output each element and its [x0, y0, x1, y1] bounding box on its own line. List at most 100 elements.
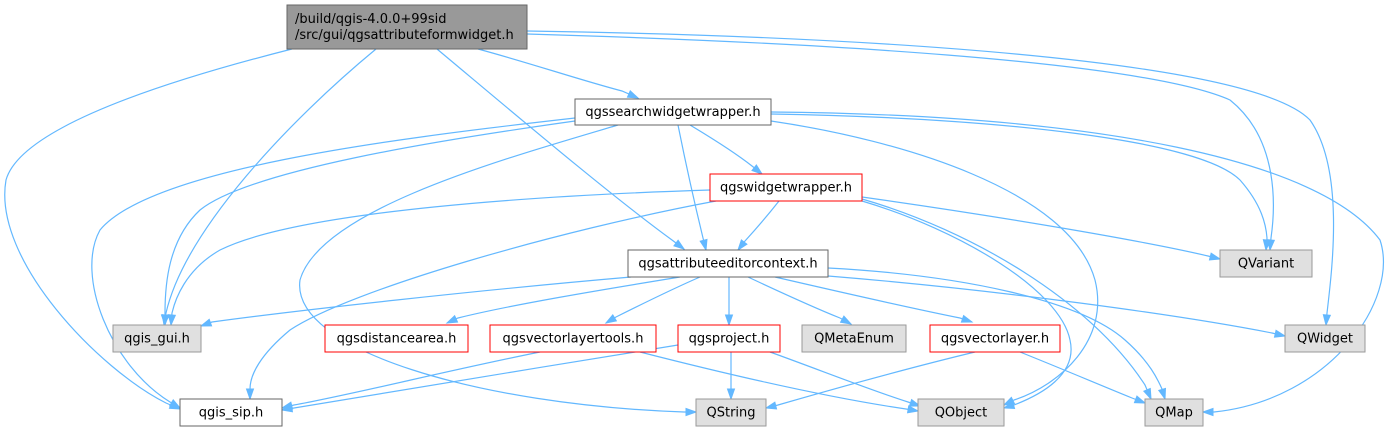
- node-box: [1144, 398, 1204, 427]
- edge-arrowhead: [167, 314, 177, 327]
- edge-vectorlayertools-to-qobject: [639, 351, 920, 414]
- edge-arrowhead: [1201, 407, 1214, 417]
- edge-arrowhead: [1322, 314, 1332, 327]
- edge-line: [769, 351, 921, 407]
- node-qstring[interactable]: QString: [695, 398, 767, 427]
- edge-line: [747, 276, 852, 325]
- node-qgis_gui[interactable]: qgis_gui.h: [112, 324, 202, 353]
- node-label: qgswidgetwrapper.h: [720, 181, 852, 196]
- node-box: [286, 4, 528, 50]
- edge-attributeeditorcontext-to-qmap: [827, 267, 1167, 401]
- edge-line: [677, 124, 707, 251]
- edge-searchwidgetwrapper-to-qmap: [770, 111, 1384, 417]
- edge-line: [605, 276, 701, 324]
- edge-vectorlayer-to-qmap: [1019, 351, 1147, 404]
- edge-widgetwrapper-to-attributeeditorcontext: [737, 200, 780, 252]
- node-qmap[interactable]: QMap: [1144, 398, 1204, 427]
- node-label: QString: [706, 406, 755, 421]
- node-attributeeditorcontext[interactable]: qgsattributeeditorcontext.h: [627, 249, 829, 278]
- edge-arrowhead: [839, 315, 853, 325]
- edge-arrowhead: [764, 401, 778, 410]
- edge-arrowhead: [160, 314, 170, 327]
- edge-arrowhead: [1002, 400, 1016, 410]
- node-project[interactable]: qgsproject.h: [677, 324, 781, 353]
- node-label: qgsproject.h: [689, 332, 770, 347]
- edge-line: [770, 113, 1268, 251]
- edge-line: [436, 48, 685, 250]
- edge-widgetwrapper-to-qobject: [861, 200, 1072, 410]
- edge-searchwidgetwrapper-to-widgetwrapper: [689, 124, 764, 175]
- edge-arrowhead: [908, 398, 922, 407]
- edge-root-to-attributeeditorcontext: [436, 48, 686, 250]
- edge-line: [526, 30, 1335, 326]
- edge-attributeeditorcontext-to-qmetaenum: [747, 276, 853, 325]
- edge-root-to-qgis_gui: [161, 48, 377, 327]
- node-root[interactable]: /build/qgis-4.0.0+99sid/src/gui/qgsattri…: [286, 4, 528, 50]
- node-qobject[interactable]: QObject: [917, 398, 1005, 427]
- node-qgis_sip[interactable]: qgis_sip.h: [179, 398, 283, 427]
- edge-attributeeditorcontext-to-vectorlayertools: [604, 276, 701, 324]
- node-label: qgssearchwidgetwrapper.h: [585, 105, 760, 120]
- edge-arrowhead: [906, 405, 920, 414]
- node-box: [112, 324, 202, 353]
- node-vectorlayertools[interactable]: qgsvectorlayertools.h: [489, 324, 657, 353]
- edge-line: [861, 198, 1152, 400]
- edge-attributeeditorcontext-to-qgis_gui: [199, 276, 632, 327]
- edge-root-to-searchwidgetwrapper: [477, 48, 640, 99]
- node-qwidget[interactable]: QWidget: [1284, 324, 1366, 353]
- node-label: QMetaEnum: [814, 332, 894, 347]
- nodes-layer: /build/qgis-4.0.0+99sid/src/gui/qgsattri…: [112, 4, 1366, 427]
- edge-arrowhead: [685, 407, 698, 417]
- edge-widgetwrapper-to-qgis_sip: [245, 200, 717, 401]
- edge-line: [1019, 351, 1146, 404]
- node-box: [695, 398, 767, 427]
- edge-arrowhead: [1142, 387, 1152, 401]
- node-label: qgsvectorlayertools.h: [503, 332, 644, 347]
- node-box: [709, 173, 863, 202]
- edge-line: [774, 276, 973, 323]
- edge-arrowhead: [960, 314, 974, 323]
- node-label: /build/qgis-4.0.0+99sid: [295, 12, 446, 27]
- node-box: [179, 398, 283, 427]
- edge-arrowhead: [168, 398, 182, 409]
- edge-arrowhead: [1157, 387, 1167, 401]
- edge-line: [526, 33, 1274, 251]
- edge-searchwidgetwrapper-to-attributeeditorcontext: [677, 124, 708, 252]
- edge-searchwidgetwrapper-to-qvariant: [770, 113, 1272, 252]
- edge-attributeeditorcontext-to-qwidget: [827, 275, 1287, 338]
- edge-vectorlayertools-to-qgis_sip: [280, 351, 541, 410]
- edge-root-to-qwidget: [526, 30, 1335, 327]
- edge-arrowhead: [726, 388, 736, 401]
- edge-line: [91, 117, 576, 409]
- edge-line: [770, 111, 1384, 413]
- edge-line: [163, 48, 377, 326]
- edge-attributeeditorcontext-to-project: [724, 277, 734, 327]
- edge-searchwidgetwrapper-to-qgis_gui: [160, 120, 576, 327]
- node-distancearea[interactable]: qgsdistancearea.h: [324, 324, 469, 353]
- edge-line: [827, 267, 1166, 400]
- node-label: qgsattributeeditorcontext.h: [638, 257, 817, 272]
- edge-line: [164, 120, 576, 325]
- edge-line: [170, 189, 711, 326]
- edge-widgetwrapper-to-qgis_gui: [167, 189, 711, 327]
- edge-arrowhead: [445, 314, 459, 324]
- node-qmetaenum[interactable]: QMetaEnum: [801, 324, 907, 353]
- edge-arrowhead: [604, 313, 618, 324]
- node-widgetwrapper[interactable]: qgswidgetwrapper.h: [709, 173, 863, 202]
- edge-arrowhead: [1133, 395, 1147, 404]
- node-label: qgis_sip.h: [199, 406, 263, 421]
- node-box: [1219, 249, 1313, 278]
- edge-line: [770, 120, 1099, 406]
- edge-vectorlayer-to-qstring: [764, 351, 976, 410]
- edge-line: [281, 344, 679, 411]
- edge-root-to-qvariant: [526, 33, 1276, 252]
- node-box: [677, 324, 781, 353]
- edge-line: [765, 351, 976, 409]
- edge-project-to-qstring: [726, 351, 736, 401]
- node-box: [929, 324, 1061, 353]
- node-vectorlayer[interactable]: qgsvectorlayer.h: [929, 324, 1061, 353]
- node-label: QMap: [1155, 406, 1193, 421]
- edge-arrowhead: [737, 239, 748, 252]
- node-qvariant[interactable]: QVariant: [1219, 249, 1313, 278]
- node-searchwidgetwrapper[interactable]: qgssearchwidgetwrapper.h: [574, 98, 772, 126]
